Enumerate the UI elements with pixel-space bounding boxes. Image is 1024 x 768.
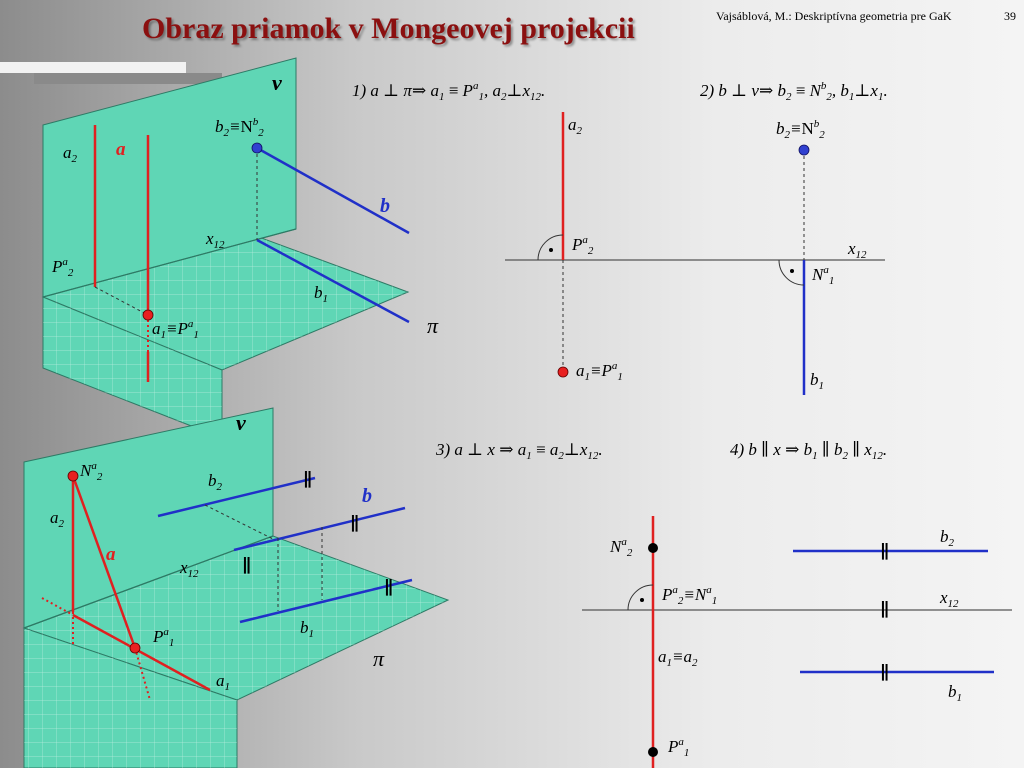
label-b1-case2: b1 [810,370,824,392]
label-x12-case34: x12 [939,588,959,610]
label-a1-a2-case3: a1≡a2 [658,647,698,669]
label-a2-2: a2 [50,508,65,530]
label-b1-2: b1 [300,618,314,640]
author-credit: Vajsáblová, M.: Deskriptívna geometria p… [716,9,952,23]
label-b1: b1 [314,283,328,305]
line-b1-2 [239,578,413,624]
label-x12: x12 [205,229,225,251]
point-nb2 [251,142,263,154]
line-b-2 [233,506,406,552]
right-angle-arc-case2 [778,259,805,286]
proj-dash-b2-2 [204,504,276,541]
line-b2-2 [157,476,316,518]
point-pa1-2 [129,642,141,654]
figure-1-3d: ν a2 a b2≡Nb2 b x12 Pa2 b1 a1≡Pa1 π [41,57,439,439]
decor-bar-light [0,62,186,73]
label-b2-nb2-case2: b2≡Nb2 [776,118,825,141]
label-a2: a2 [63,143,78,165]
figure-3-4-projection: 3) a ⊥ x ⇒ a1 ≡ a2⊥x12. 4) b ∥ x ⇒ b1 ∥ … [435,440,1012,768]
label-pa2-na1-case3: Pa2≡Na1 [661,584,717,607]
pi-grid-back [43,229,408,370]
label-a1-2: a1 [216,671,230,693]
x12-axis-2 [23,535,274,629]
x12-axis [42,228,297,298]
case-3-formula: 3) a ⊥ x ⇒ a1 ≡ a2⊥x12. [435,440,603,462]
parallel-mark-2: ∥ [350,514,360,534]
figure-2-3d: ν Na2 a2 a b2 b x12 Pa1 b1 π a1 ∥ ∥ ∥ ∥ [22,407,450,768]
label-a1-pa1-case1: a1≡Pa1 [576,360,623,383]
label-a1-pa1: a1≡Pa1 [152,318,199,341]
case-2-formula: 2) b ⊥ ν⇒ b2 ≡ Nb2, b1⊥x1. [700,80,888,103]
label-b: b [380,195,390,217]
line-a-2 [71,475,137,649]
right-angle-arc-case1 [537,234,564,261]
label-na2-2: Na2 [79,460,103,483]
point-pa1-case3 [648,747,658,757]
line-a1-2-ext [41,597,74,616]
figure-1-2-projection: 1) a ⊥ π⇒ a1 ≡ Pa1, a2⊥x12. 2) b ⊥ ν⇒ b2… [352,80,888,395]
label-nu-2: ν [236,410,246,435]
label-pa1-case3: Pa1 [667,736,689,759]
point-a1-pa1-case1 [557,366,569,378]
label-x12-case12: x12 [847,239,867,261]
pi-grid-front [43,297,222,438]
line-b [256,146,410,235]
label-na1-case2: Na1 [811,264,834,287]
label-pi-2: π [373,646,385,671]
point-a1-pa1 [142,309,154,321]
decor-bar-dark [34,73,222,84]
label-a-2: a [106,544,116,565]
page-number: 39 [1004,9,1016,23]
label-pa2-case1: Pa2 [571,234,594,257]
label-b2-nb2: b2≡Nb2 [215,116,264,139]
label-b1-case4: b1 [948,682,962,704]
label-na2-case3: Na2 [609,536,633,559]
page-title: Obraz priamok v Mongeovej projekcii [142,12,635,45]
label-b-2: b [362,485,372,507]
label-b2-2: b2 [208,471,223,493]
point-b2-nb2-case2 [798,144,810,156]
line-a1-2 [72,613,211,692]
point-na2-case3 [648,543,658,553]
label-x12-2: x12 [179,558,199,580]
label-a: a [116,139,126,160]
point-na2-2 [67,470,79,482]
parallel-mark-x12: ∥ [880,600,890,620]
line-b1 [256,238,410,324]
label-pa1-2: Pa1 [152,626,174,649]
label-a2-case1: a2 [568,115,583,137]
parallel-mark-1: ∥ [303,470,313,490]
case-1-formula: 1) a ⊥ π⇒ a1 ≡ Pa1, a2⊥x12. [352,80,545,103]
line-a-2-ext [134,647,151,701]
parallel-mark-b1: ∥ [880,663,890,683]
parallel-mark-b2: ∥ [880,542,890,562]
case-4-formula: 4) b ∥ x ⇒ b1 ∥ b2 ∥ x12. [730,440,887,462]
proj-dash-a [94,286,149,316]
label-pa2: Pa2 [51,256,74,279]
right-angle-arc-case3 [627,584,654,611]
label-b2-case4: b2 [940,527,955,549]
label-pi: π [427,313,439,338]
label-nu: ν [272,70,282,95]
parallel-mark-3: ∥ [242,556,252,576]
parallel-mark-4: ∥ [384,578,394,598]
